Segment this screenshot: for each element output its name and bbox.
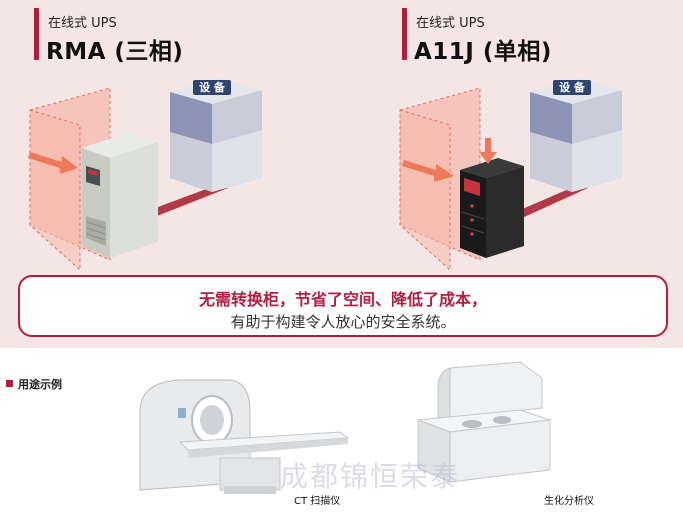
- equipment-label: 设 备: [559, 80, 586, 94]
- power-cable: [150, 182, 228, 218]
- biochemical-analyzer-image: [417, 361, 551, 483]
- product-subtitle: 在线式 UPS: [416, 16, 485, 31]
- input-arrow: [402, 160, 454, 182]
- rma-scene-illustration: 设 备: [28, 78, 262, 270]
- ct-scanner-caption: CT 扫描仪: [294, 496, 341, 507]
- a11j-ups-cabinet: [460, 158, 524, 258]
- equipment-label-badge: [553, 80, 591, 95]
- a11j-scene-illustration: 设 备: [399, 78, 622, 270]
- applications-title: 用途示例: [6, 376, 62, 392]
- zone-side: [29, 109, 81, 270]
- benefit-headline: 无需转换柜，节省了空间、降低了成本，: [198, 290, 487, 309]
- equipment-cabinet: 设 备: [170, 78, 262, 192]
- product-header-rma: 在线式 UPS RMA (三相): [34, 8, 334, 65]
- benefit-description: 有助于构建令人放心的安全系统。: [230, 313, 456, 331]
- product-subtitle: 在线式 UPS: [48, 16, 117, 31]
- watermark-text: 成都锦恒荣泰: [280, 460, 461, 493]
- product-accent-bar: [34, 8, 39, 60]
- product-name: RMA (三相): [46, 39, 184, 65]
- equipment-cabinet: 设 备: [530, 78, 622, 192]
- product-header-a11j: 在线式 UPS A11J (单相): [402, 8, 672, 65]
- equipment-label: 设 备: [199, 80, 226, 94]
- top-arrow: [479, 138, 497, 164]
- equipment-label-badge: [193, 80, 231, 95]
- product-name: A11J (单相): [414, 39, 552, 65]
- product-accent-bar: [402, 8, 407, 60]
- ct-scanner-image: [139, 379, 350, 494]
- benefit-message-box: 无需转换柜，节省了空间、降低了成本， 有助于构建令人放心的安全系统。: [18, 275, 668, 337]
- input-arrow: [28, 152, 78, 174]
- zone-side: [399, 109, 451, 270]
- analyzer-caption: 生化分析仪: [544, 496, 594, 507]
- rma-ups-cabinet: [82, 132, 158, 258]
- section-bullet-icon: [6, 380, 13, 387]
